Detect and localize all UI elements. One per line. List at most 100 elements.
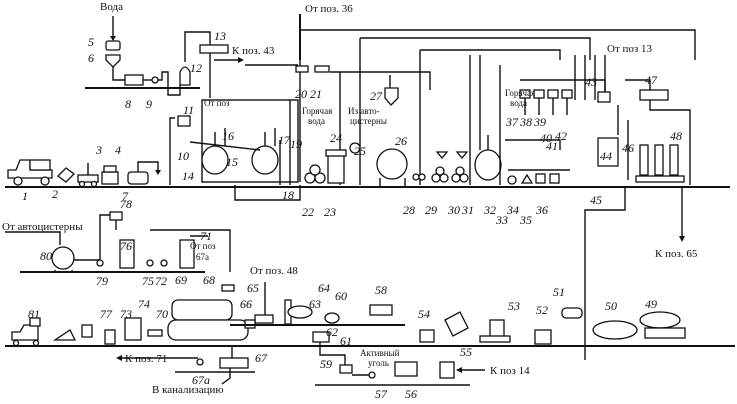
- caption-from-tanker-b: цистерны: [350, 116, 387, 126]
- caption-ot-poz-top: От поз: [204, 98, 230, 108]
- tank-48: [669, 144, 679, 176]
- position-label-1: 1: [22, 189, 28, 203]
- caption-k-poz-14: К поз 14: [490, 365, 530, 377]
- unit-47: [639, 89, 669, 101]
- floor-lines: [5, 87, 735, 386]
- tank-55: [439, 361, 455, 379]
- position-label-56: 56: [405, 387, 417, 401]
- lower-section: [11, 282, 686, 385]
- filter-block-28-31: [412, 55, 502, 185]
- reactor-44: [597, 137, 619, 167]
- position-label-60: 60: [335, 289, 347, 303]
- position-label-80: 80: [40, 249, 52, 263]
- position-label-2: 2: [52, 187, 58, 201]
- position-label-69: 69: [175, 273, 187, 287]
- bag-tilter-2: [57, 167, 75, 183]
- position-label-14: 14: [182, 169, 194, 183]
- position-label-29: 29: [425, 203, 437, 217]
- reactor-14: [201, 145, 229, 175]
- unit-52: [534, 329, 552, 345]
- caption-ot-poz-67a-b: 67а: [196, 252, 209, 262]
- position-label-13: 13: [214, 29, 226, 43]
- caption-from-tanker-a: Из авто-: [348, 106, 380, 116]
- position-label-41: 41: [546, 139, 558, 153]
- upper-section: [7, 14, 696, 360]
- caption-hot-water-1a: Горячая: [302, 106, 332, 116]
- filter-56: [394, 361, 418, 377]
- position-label-43: 43: [585, 75, 597, 89]
- loader-4: [101, 165, 119, 185]
- position-label-67: 67: [255, 351, 268, 365]
- caption-voda: Вода: [100, 1, 123, 13]
- middle-left-section: [5, 211, 231, 272]
- position-label-38: 38: [519, 115, 532, 129]
- position-label-48: 48: [670, 129, 682, 143]
- position-label-44: 44: [600, 149, 612, 163]
- hopper-11: [177, 115, 191, 127]
- position-label-63: 63: [309, 297, 321, 311]
- water-prep-unit: [105, 16, 244, 98]
- position-label-19: 19: [290, 137, 302, 151]
- position-label-5: 5: [88, 35, 94, 49]
- caption-ot-poz-36: От поз. 36: [305, 3, 353, 15]
- position-label-32: 32: [483, 203, 496, 217]
- position-label-36: 36: [535, 203, 548, 217]
- position-label-71: 71: [200, 229, 212, 243]
- pump-9: [151, 76, 159, 84]
- unit-58: [369, 304, 393, 316]
- pallet-2-lower: [81, 324, 93, 338]
- position-label-25: 25: [354, 144, 366, 158]
- unit-43: [597, 91, 611, 103]
- loader-3-lower: [52, 329, 77, 341]
- unit-65: [254, 314, 274, 324]
- position-label-79: 79: [96, 274, 108, 288]
- pump-25-a: [349, 142, 361, 154]
- unit-50: [592, 320, 638, 340]
- position-label-7: 7: [122, 189, 129, 203]
- position-label-52: 52: [536, 303, 548, 317]
- position-label-6: 6: [88, 51, 94, 65]
- position-label-24: 24: [330, 131, 342, 145]
- mixer-24: [325, 149, 347, 157]
- position-label-73: 73: [120, 307, 132, 321]
- position-label-70: 70: [156, 307, 168, 321]
- position-label-59: 59: [320, 357, 332, 371]
- tank-69-lower: [167, 319, 249, 341]
- tank-76: [119, 239, 135, 269]
- pump-8: [124, 74, 144, 86]
- position-label-77: 77: [100, 307, 113, 321]
- position-label-22: 22: [302, 205, 314, 219]
- position-label-27: 27: [370, 89, 383, 103]
- position-label-23: 23: [324, 205, 336, 219]
- tank-67: [219, 357, 249, 369]
- pump-72: [160, 259, 168, 267]
- position-label-42: 42: [555, 129, 567, 143]
- position-label-4: 4: [115, 143, 121, 157]
- caption-k-poz-43: К поз. 43: [232, 45, 275, 57]
- reactor-31: [474, 149, 502, 181]
- position-label-75: 75: [142, 274, 154, 288]
- truck-49: [644, 327, 686, 339]
- dosing-21: [314, 65, 330, 73]
- position-label-17: 17: [278, 133, 291, 147]
- caption-ot-poz-48: От поз. 48: [250, 265, 298, 277]
- caption-from-tanker: От автоцистерны: [2, 221, 83, 233]
- unit-49: [639, 311, 681, 329]
- position-label-34: 34: [506, 203, 519, 217]
- unit-51: [561, 307, 583, 319]
- unit-70: [147, 329, 163, 337]
- position-label-54: 54: [418, 307, 430, 321]
- caption-k-poz-71: К поз. 71: [125, 353, 167, 365]
- position-label-15: 15: [226, 155, 238, 169]
- filter-59: [339, 364, 353, 374]
- valve-20: [295, 65, 309, 73]
- position-label-55: 55: [460, 345, 472, 359]
- reactor-block-14-17: [169, 99, 301, 201]
- caption-hot-water-2a: Горячая: [505, 88, 535, 98]
- position-label-35: 35: [519, 213, 532, 227]
- position-label-47: 47: [645, 73, 658, 87]
- caption-ot-poz-13: От поз 13: [607, 43, 652, 55]
- filter-78: [109, 211, 123, 221]
- position-label-8: 8: [125, 97, 131, 111]
